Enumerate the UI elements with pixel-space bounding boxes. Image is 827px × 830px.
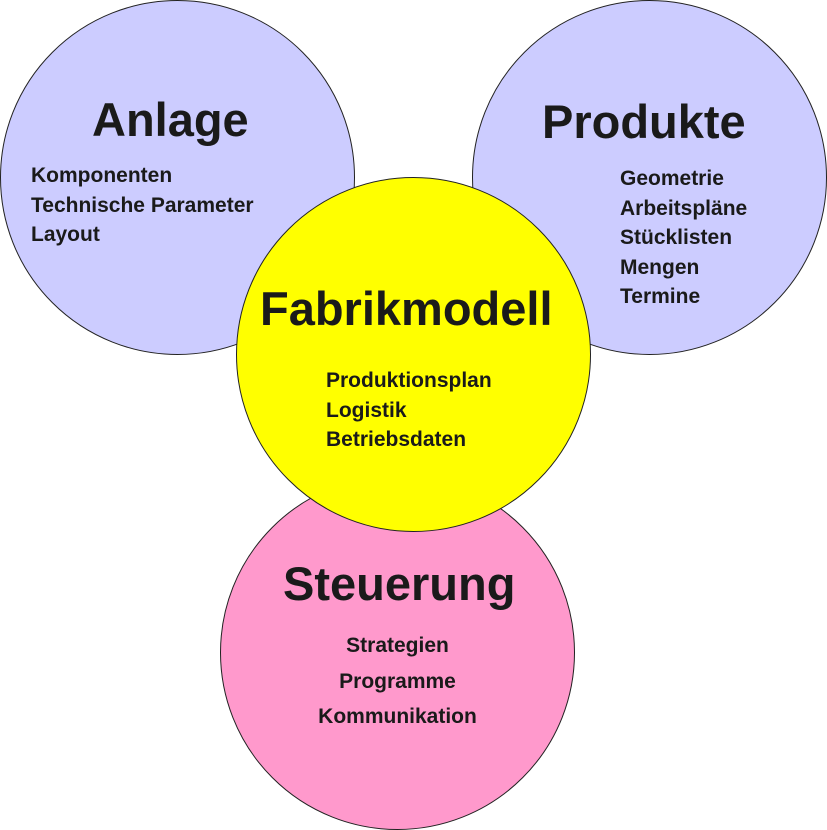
anlage-item: Technische Parameter	[31, 193, 254, 217]
anlage-title: Anlage	[92, 93, 249, 146]
steuerung-title: Steuerung	[283, 557, 516, 610]
fabrikmodell-item: Betriebsdaten	[326, 428, 467, 451]
fabrikmodell-list: Produktionsplan Logistik Betriebsdaten	[326, 366, 492, 455]
produkte-item: Stücklisten	[620, 226, 733, 249]
circle-fabrikmodell	[236, 177, 591, 532]
produkte-item: Arbeitspläne	[620, 196, 748, 220]
fabrikmodell-item: Produktionsplan	[326, 369, 492, 392]
fabrikmodell-item: Logistik	[326, 398, 407, 422]
produkte-item: Mengen	[620, 255, 700, 279]
steuerung-item: Strategien	[346, 634, 449, 657]
steuerung-item: Programme	[339, 669, 456, 693]
steuerung-item: Kommunikation	[318, 705, 477, 728]
produkte-title: Produkte	[542, 95, 746, 148]
fabrikmodell-title: Fabrikmodell	[260, 282, 553, 335]
anlage-item: Layout	[31, 223, 100, 246]
produkte-item: Geometrie	[620, 167, 724, 190]
produkte-item: Termine	[620, 285, 701, 308]
produkte-list: Geometrie Arbeitspläne Stücklisten Menge…	[620, 164, 747, 312]
steuerung-list: Strategien Programme Kommunikation	[220, 628, 575, 735]
anlage-item: Komponenten	[31, 164, 173, 187]
anlage-list: Komponenten Technische Parameter Layout	[31, 161, 254, 250]
